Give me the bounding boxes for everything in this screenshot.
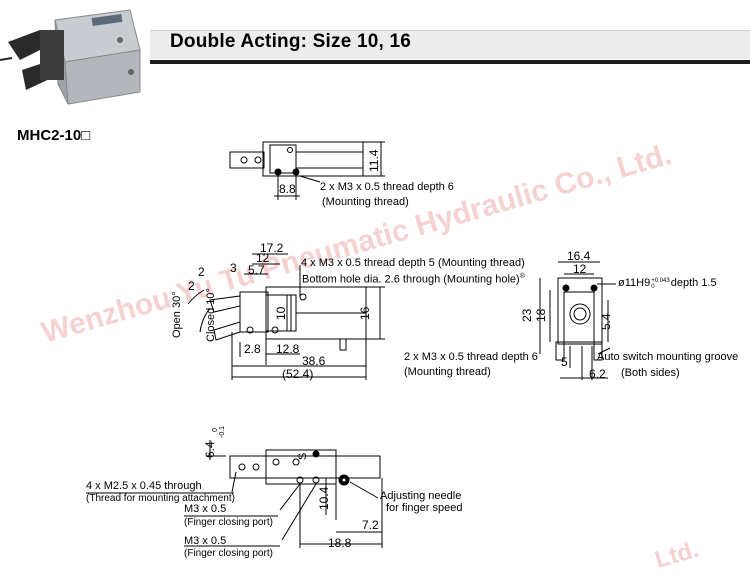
- dim-side-3: 3: [230, 261, 237, 275]
- end-note-switch-groove: Auto switch mounting groove: [597, 351, 739, 363]
- end-note-switch-groove-sub: (Both sides): [621, 367, 680, 379]
- top-note-thread-sub: (Mounting thread): [322, 196, 409, 208]
- end-note-thread-sub: (Mounting thread): [404, 366, 491, 378]
- dim-end-23: 23: [520, 308, 534, 322]
- side-view-outline: [187, 253, 385, 380]
- side-note-mounting-thread: 4 x M3 x 0.5 thread depth 5 (Mounting th…: [301, 257, 525, 269]
- dim-side-2-8: 2.8: [244, 342, 261, 356]
- bore-tol-upper: +0.043: [651, 278, 670, 284]
- dim-end-5-4: 5.4: [599, 313, 613, 330]
- dim-side-52-4: (52.4): [282, 367, 314, 381]
- dim-side-16: 16: [358, 306, 372, 320]
- bore-dia: ø11H9: [618, 277, 651, 289]
- dim-end-18: 18: [534, 308, 548, 322]
- dim-bottom-18-8: 18.8: [328, 536, 352, 550]
- side-note-mounting-hole-text: Bottom hole dia. 2.6 through (Mounting h…: [302, 273, 520, 286]
- bottom-note-closing-port-1-sub: (Finger closing port): [184, 517, 273, 528]
- bottom-note-closing-port-2-sub: (Finger closing port): [184, 548, 273, 559]
- registered-mark: ®: [519, 273, 525, 280]
- dim-side-17-2: 17.2: [260, 241, 284, 255]
- top-note-thread: 2 x M3 x 0.5 thread depth 6: [320, 181, 454, 193]
- dim-bottom-6-4: 6.4: [203, 441, 217, 458]
- s-mark: S: [297, 452, 309, 460]
- dim-end-12: 12: [573, 262, 587, 276]
- dim-bottom-7-2: 7.2: [362, 518, 379, 532]
- dim-bottom-10-4: 10.4: [317, 486, 331, 510]
- dim-bottom-6-4-tol-lo: -0.1: [219, 425, 226, 438]
- closed-10-label: Closed 10°: [205, 288, 217, 342]
- model-label: MHC2-10□: [17, 127, 91, 144]
- bottom-note-needle-sub: for finger speed: [386, 502, 463, 514]
- bottom-note-needle: Adjusting needle: [380, 490, 462, 502]
- dim-side-38-6: 38.6: [302, 354, 326, 368]
- header-rule: [150, 60, 750, 64]
- dim-end-6-2: 6.2: [589, 367, 606, 381]
- dim-top-8-8: 8.8: [279, 182, 296, 196]
- end-note-thread: 2 x M3 x 0.5 thread depth 6: [404, 351, 538, 363]
- dim-top-11-4: 11.4: [367, 149, 381, 172]
- page-title: Double Acting: Size 10, 16: [170, 31, 411, 52]
- dim-side-2b: 2: [188, 279, 195, 293]
- dim-side-5-7: 5.7: [248, 263, 265, 277]
- bottom-note-closing-port-2: M3 x 0.5: [184, 535, 227, 547]
- bottom-note-attachment-thread-sub: (Thread for mounting attachment): [86, 493, 235, 504]
- dim-side-12: 12: [256, 251, 270, 265]
- bottom-note-attachment-thread: 4 x M2.5 x 0.45 through: [86, 480, 202, 492]
- dim-end-5: 5: [561, 355, 568, 369]
- bottom-note-closing-port-1: M3 x 0.5: [184, 503, 227, 515]
- bore-depth: depth 1.5: [670, 277, 717, 289]
- dim-side-12-8: 12.8: [276, 342, 300, 356]
- open-30-label: Open 30°: [171, 291, 183, 338]
- side-note-mounting-hole: Bottom hole dia. 2.6 through (Mounting h…: [302, 273, 525, 286]
- dim-bottom-6-4-tol-hi: 0: [212, 428, 219, 432]
- header-bar: [150, 30, 750, 59]
- dim-side-2a: 2: [198, 265, 205, 279]
- top-view-outline: [229, 141, 385, 200]
- dim-side-10: 10: [274, 306, 288, 320]
- gripper-product-photo: [0, 9, 141, 105]
- bottom-view-outline: [86, 440, 383, 548]
- dim-end-16-4: 16.4: [567, 249, 591, 263]
- bore-tol-lower: 0: [651, 284, 655, 290]
- end-view-outline: [539, 261, 616, 380]
